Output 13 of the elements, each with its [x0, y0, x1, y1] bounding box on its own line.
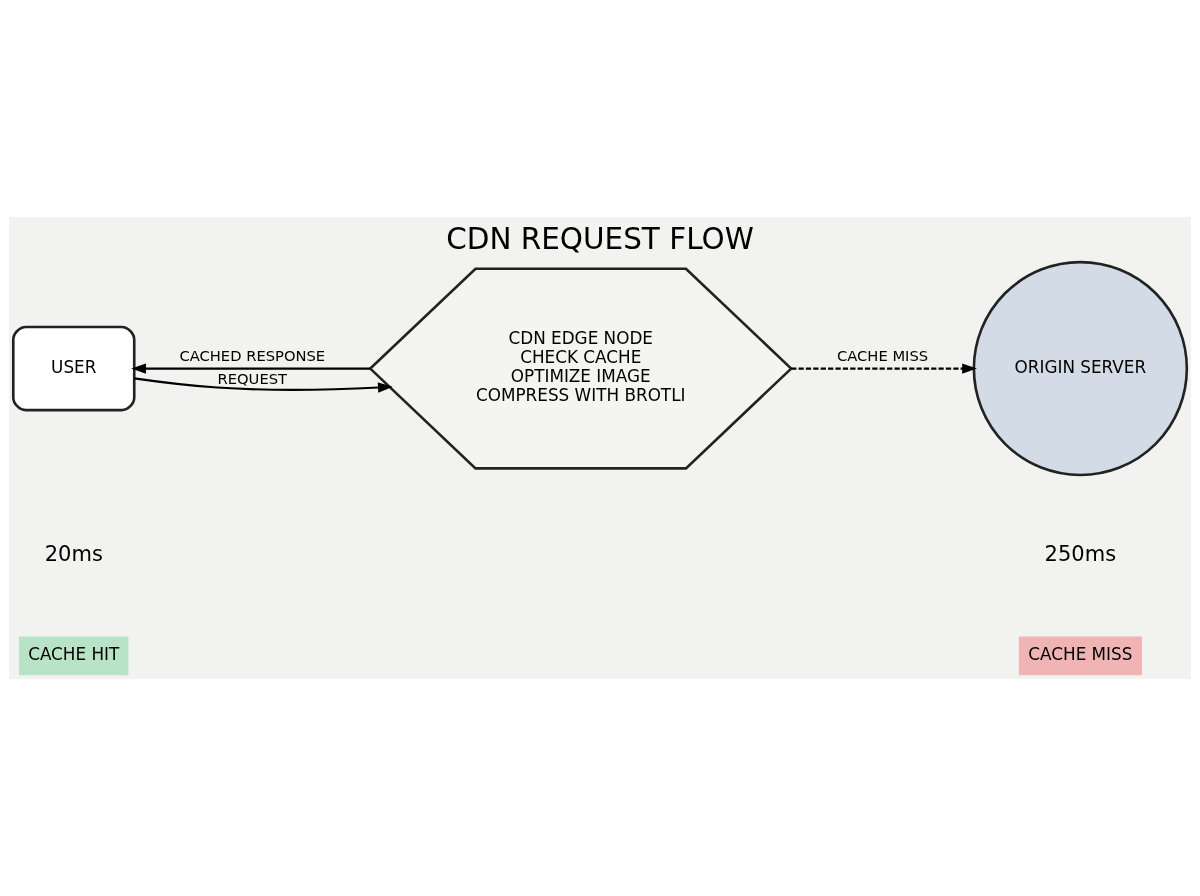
edge-label: CACHE MISS: [837, 347, 929, 365]
arrow: [791, 363, 977, 374]
label: CACHE MISS: [1028, 643, 1133, 664]
diagram-title: CDN REQUEST FLOW: [446, 221, 754, 256]
edge-label: CACHED RESPONSE: [179, 347, 326, 365]
arrow: [131, 363, 371, 374]
label: CACHE HIT: [28, 643, 120, 664]
label: 250ms: [1044, 541, 1117, 567]
arrow: [134, 377, 393, 393]
label: 20ms: [44, 541, 103, 567]
edge-label: REQUEST: [217, 369, 288, 387]
node-circle: ORIGIN SERVER: [972, 260, 1189, 477]
node-box: USER: [11, 325, 136, 412]
